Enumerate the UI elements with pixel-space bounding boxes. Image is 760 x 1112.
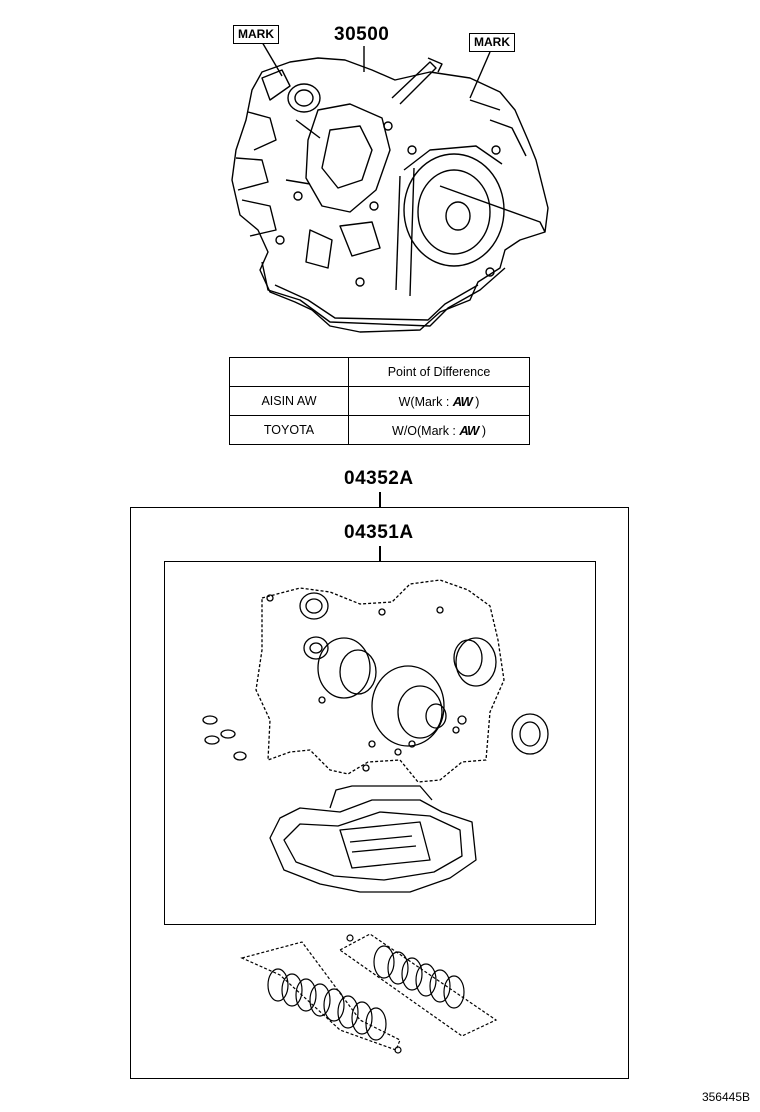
table-row: TOYOTA W/O(Mark : AW ) [229, 415, 530, 445]
aw-logo: AW [459, 422, 479, 438]
overhaul-kit-box [130, 507, 629, 1079]
difference-suffix: ) [481, 423, 486, 438]
table-header-cell: Point of Difference [348, 357, 530, 387]
mark-callout-right: MARK [469, 33, 515, 52]
maker-cell: TOYOTA [229, 415, 349, 445]
part-number-transaxle: 30500 [334, 24, 390, 45]
figure-id: 356445B [701, 1090, 750, 1104]
table-header-row: Point of Difference [229, 357, 530, 387]
difference-cell: W/O(Mark : AW ) [348, 415, 530, 445]
gasket-kit-box [164, 561, 596, 925]
maker-cell: AISIN AW [229, 386, 349, 416]
difference-prefix: W/O(Mark : [392, 423, 460, 438]
table-row: AISIN AW W(Mark : AW ) [229, 386, 530, 416]
leader-line [379, 546, 381, 562]
transaxle-assembly-illustration [231, 41, 549, 333]
difference-prefix: W(Mark : [398, 394, 453, 409]
aw-logo: AW [452, 393, 473, 409]
part-number-gasket-kit: 04351A [344, 522, 414, 543]
mark-callout-left: MARK [233, 25, 279, 44]
part-number-overhaul-kit: 04352A [344, 468, 414, 489]
leader-line [379, 492, 381, 508]
point-of-difference-table: Point of Difference AISIN AW W(Mark : AW… [229, 357, 530, 445]
difference-cell: W(Mark : AW ) [348, 386, 530, 416]
table-header-cell [229, 357, 349, 387]
difference-suffix: ) [475, 394, 480, 409]
